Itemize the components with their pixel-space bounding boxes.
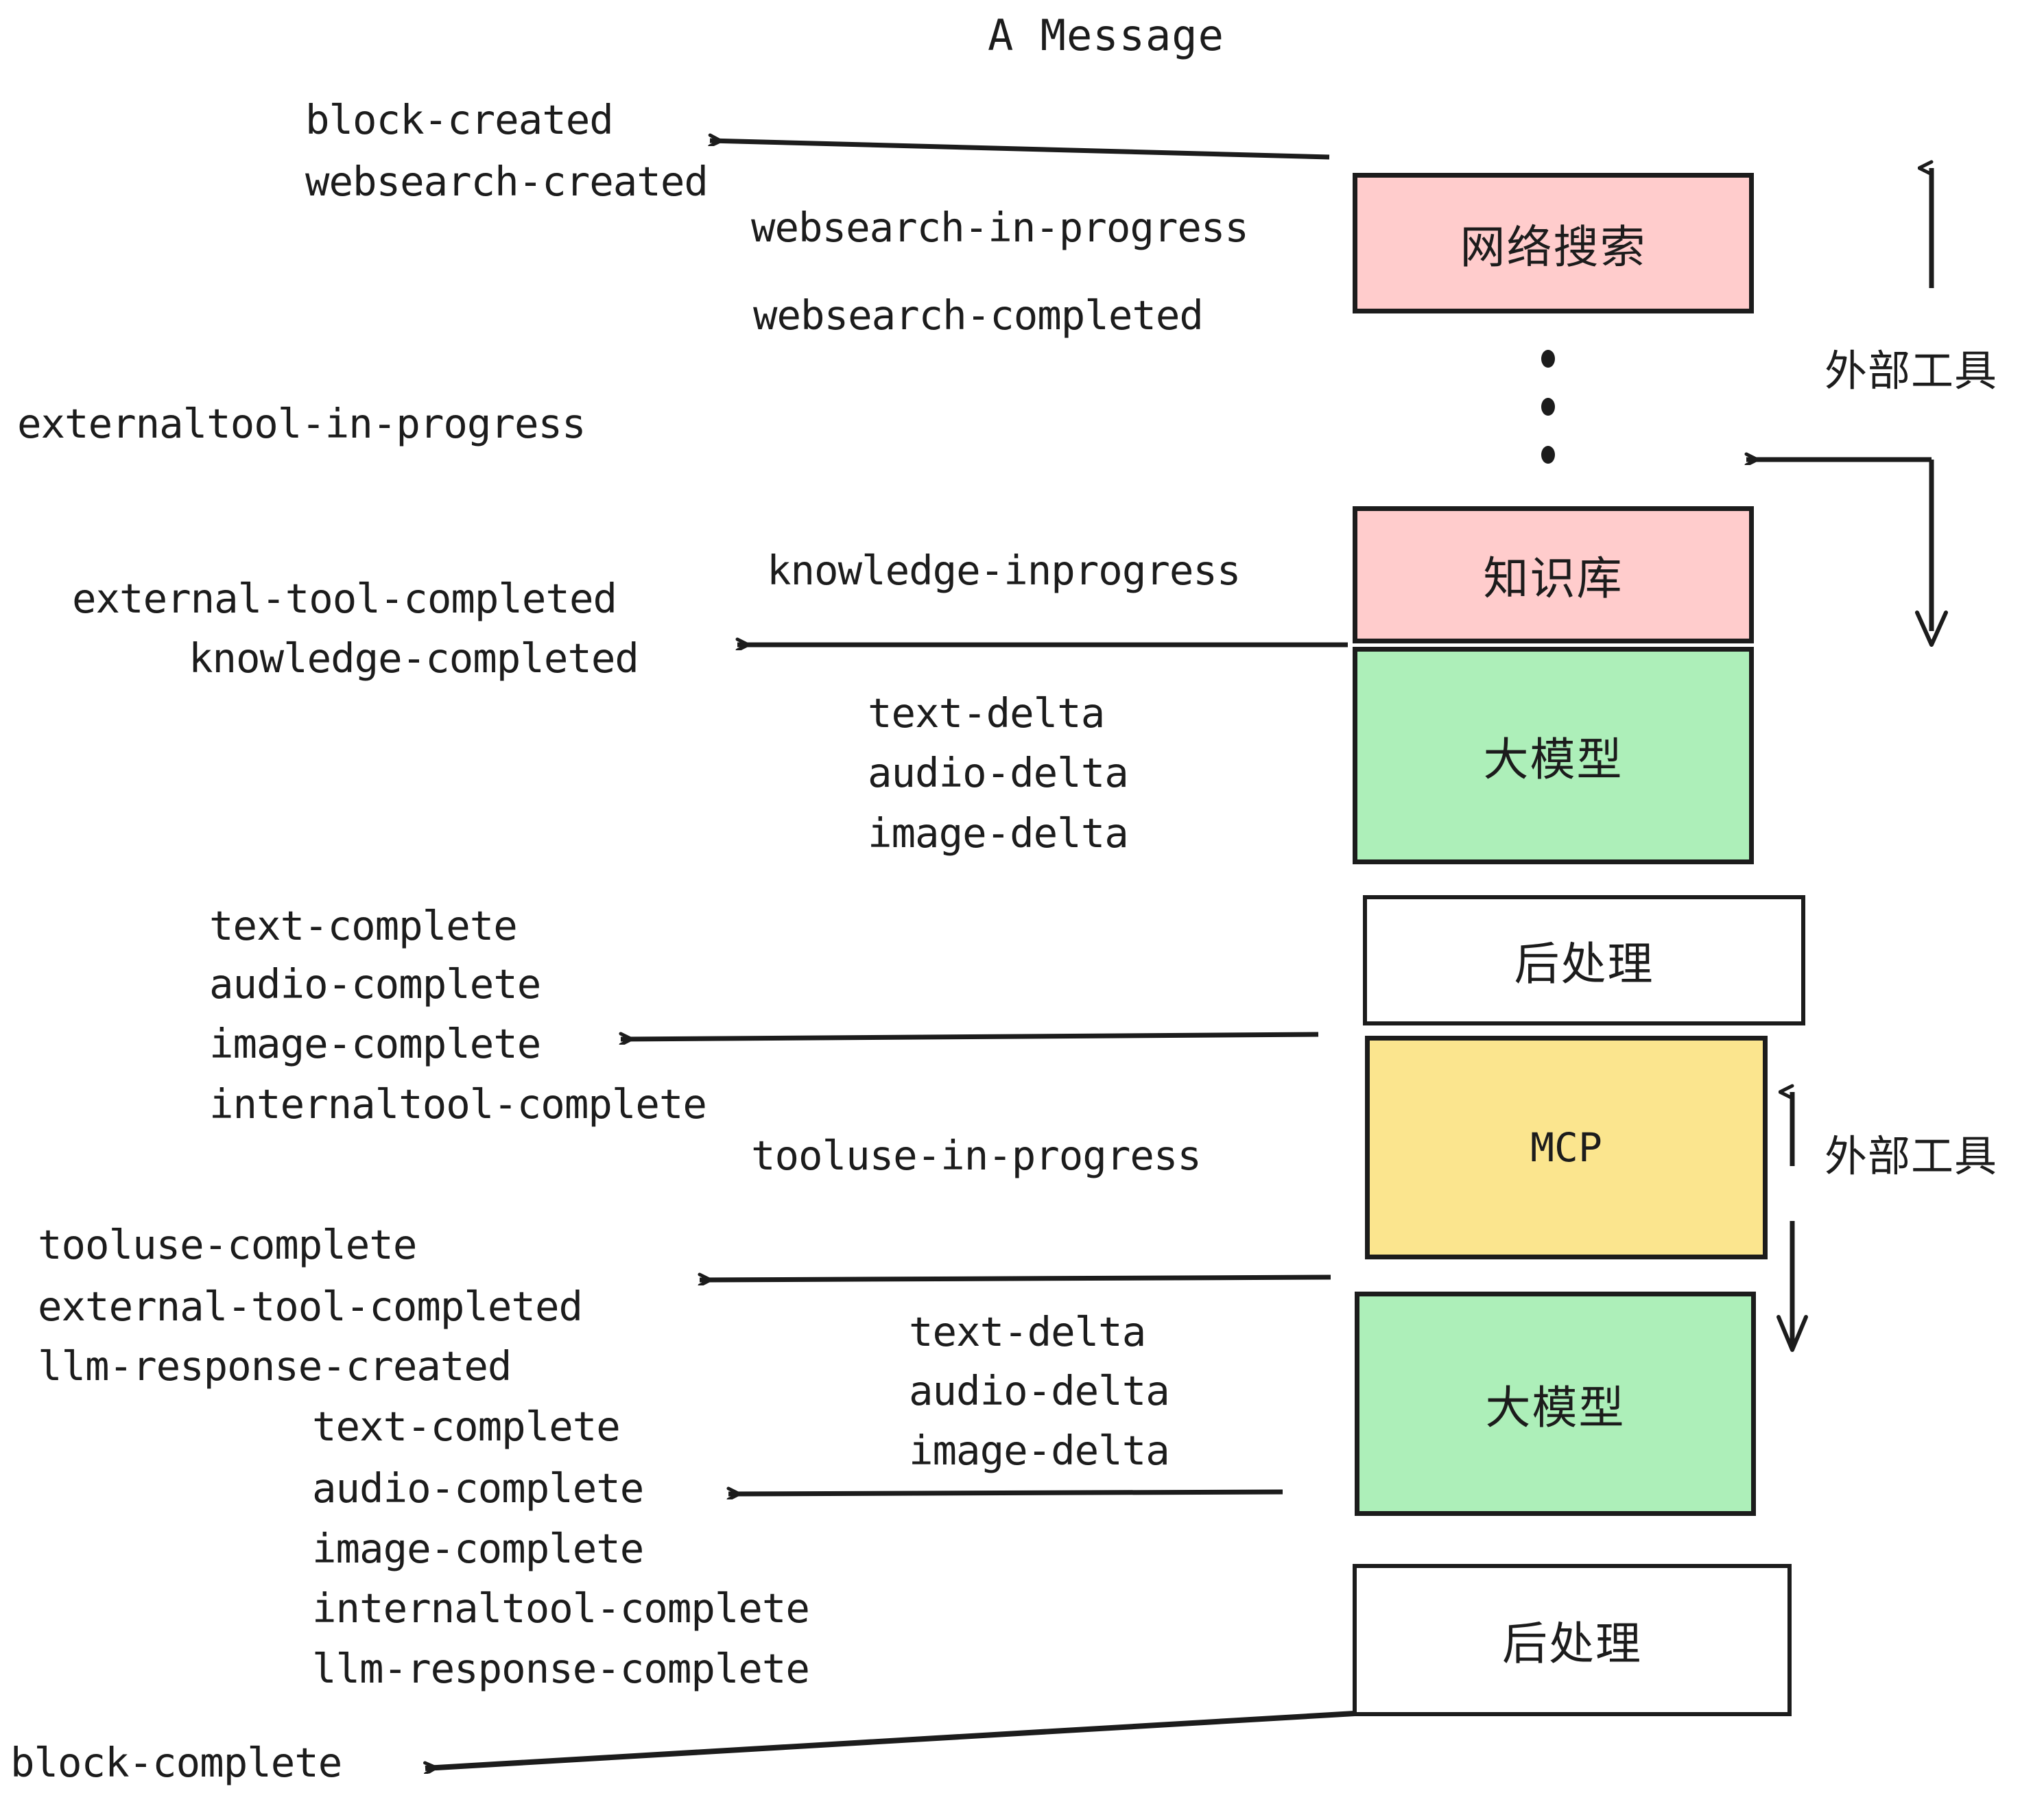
box-mcp[interactable]: MCP (1365, 1036, 1768, 1259)
event-text-complete-1: text-complete (209, 902, 518, 949)
box-llm-2-label: 大模型 (1485, 1381, 1626, 1434)
event-image-delta-2: image-delta (909, 1427, 1170, 1474)
box-mcp-label: MCP (1530, 1124, 1602, 1171)
event-llm-response-complete: llm-response-complete (312, 1645, 810, 1692)
event-image-complete-2: image-complete (312, 1525, 644, 1572)
event-tooluse-in-progress: tooluse-in-progress (751, 1132, 1202, 1179)
arrow-image-complete (621, 1032, 1319, 1039)
event-tooluse-complete: tooluse-complete (38, 1221, 417, 1268)
box-postprocess-1[interactable]: 后处理 (1363, 895, 1805, 1025)
event-internaltool-complete-2: internaltool-complete (312, 1585, 810, 1632)
box-knowledgebase[interactable]: 知识库 (1353, 506, 1754, 643)
diagram-title: A Message (988, 10, 1224, 60)
box-websearch[interactable]: 网络搜索 (1353, 173, 1754, 313)
event-image-delta-1: image-delta (868, 809, 1129, 857)
event-websearch-created: websearch-created (305, 158, 709, 205)
event-externaltool-in-progress: externaltool-in-progress (17, 400, 586, 447)
box-websearch-label: 网络搜索 (1460, 220, 1647, 274)
event-llm-response-created: llm-response-created (38, 1342, 512, 1390)
event-knowledge-completed: knowledge-completed (189, 634, 639, 682)
event-internaltool-complete-1: internaltool-complete (209, 1080, 707, 1128)
event-audio-delta-2: audio-delta (909, 1367, 1170, 1414)
event-text-complete-2: text-complete (312, 1403, 621, 1450)
event-websearch-completed: websearch-completed (753, 292, 1204, 339)
box-postprocess-2-label: 后处理 (1502, 1617, 1642, 1670)
external-tools-bracket-bottom (1776, 1092, 1808, 1352)
arrow-audio-complete (728, 1492, 1283, 1494)
event-text-delta-1: text-delta (868, 689, 1105, 737)
ellipsis-dot (1541, 398, 1555, 416)
box-postprocess-2[interactable]: 后处理 (1353, 1564, 1792, 1716)
event-external-tool-completed-1: external-tool-completed (72, 575, 617, 622)
event-audio-delta-1: audio-delta (868, 749, 1129, 796)
arrow-tooluse-complete (700, 1277, 1331, 1280)
event-block-complete: block-complete (10, 1739, 342, 1786)
external-tools-label-bottom: 外部工具 (1825, 1131, 1998, 1181)
event-knowledge-inprogress: knowledge-inprogress (767, 547, 1241, 594)
external-tools-bracket-top (1746, 168, 1948, 647)
box-llm-2[interactable]: 大模型 (1355, 1292, 1756, 1516)
event-external-tool-completed-2: external-tool-completed (38, 1283, 583, 1330)
event-audio-complete-1: audio-complete (209, 960, 541, 1008)
event-audio-complete-2: audio-complete (312, 1464, 644, 1512)
arrow-block-complete (425, 1711, 1355, 1768)
event-text-delta-2: text-delta (909, 1308, 1146, 1355)
box-llm-1-label: 大模型 (1483, 733, 1624, 786)
event-websearch-in-progress: websearch-in-progress (751, 204, 1249, 251)
external-tools-label-top: 外部工具 (1825, 346, 1998, 396)
arrow-block-created (710, 141, 1330, 160)
ellipsis-dot (1541, 446, 1555, 464)
box-llm-1[interactable]: 大模型 (1353, 647, 1754, 864)
event-image-complete-1: image-complete (209, 1020, 541, 1067)
event-block-created: block-created (305, 96, 614, 143)
box-postprocess-1-label: 后处理 (1514, 938, 1654, 990)
ellipsis-dot (1541, 350, 1555, 368)
box-knowledgebase-label: 知识库 (1483, 552, 1624, 605)
